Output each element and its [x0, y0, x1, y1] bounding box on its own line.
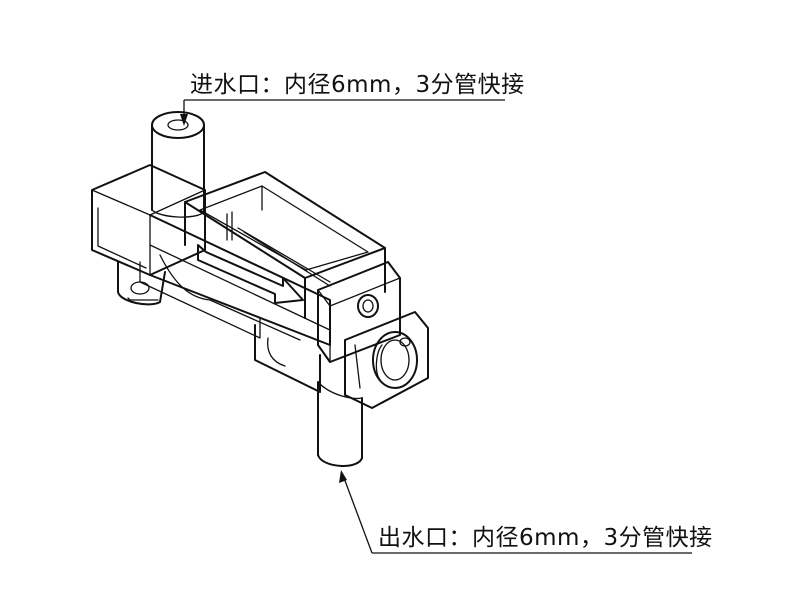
- right-end-block: [317, 261, 401, 363]
- body-left-block: [91, 164, 206, 276]
- flow-direction-arrow: [197, 244, 304, 304]
- mounting-ear: [117, 261, 166, 306]
- inlet-pipe: [151, 111, 205, 218]
- water-valve-part: [91, 111, 429, 467]
- outlet-annotation: 出水口：内径6mm，3分管快接: [339, 470, 713, 554]
- outlet-label: 出水口：内径6mm，3分管快接: [378, 525, 713, 551]
- inlet-annotation: 进水口：内径6mm，3分管快接: [180, 72, 525, 126]
- inlet-label: 进水口：内径6mm，3分管快接: [190, 72, 525, 98]
- body-channel: [139, 214, 331, 393]
- outlet-leader-line: [343, 477, 373, 554]
- outlet-pipe: [317, 381, 363, 467]
- inlet-leader-arrowhead: [180, 114, 188, 126]
- outlet-leader-arrowhead: [339, 470, 347, 483]
- outlet-fitting: [344, 311, 429, 409]
